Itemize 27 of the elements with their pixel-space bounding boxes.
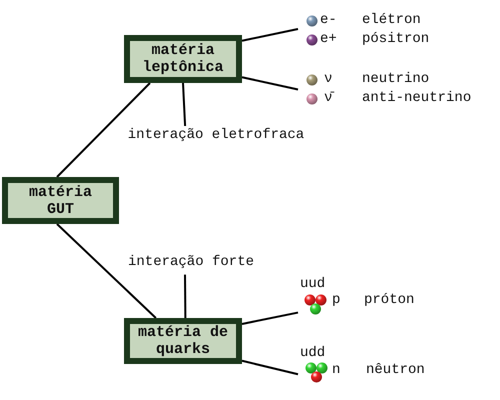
- interaction-label: interação forte: [116, 253, 266, 271]
- quark-content: uud: [300, 276, 326, 292]
- particle-symbol: p: [332, 292, 340, 308]
- leader-line: [182, 82, 186, 126]
- particle-symbol: ν: [324, 71, 332, 87]
- connector-line: [56, 82, 151, 178]
- particle-text: pósitron: [362, 31, 430, 47]
- connector-line: [242, 76, 298, 90]
- connector-line: [242, 28, 298, 42]
- matter-box: matéria de quarks: [124, 318, 242, 364]
- connector-line: [56, 223, 157, 319]
- connector-line: [242, 360, 298, 376]
- connector-line: [242, 312, 298, 325]
- interaction-label: interação eletrofraca: [113, 126, 319, 144]
- particle-text: anti-neutrino: [362, 90, 472, 106]
- particle-name: nêutron: [366, 362, 425, 378]
- particle-symbol: e-: [320, 12, 337, 28]
- leader-line: [184, 274, 186, 318]
- particle-text: ν̄: [324, 90, 332, 106]
- particle-name: neutrino: [362, 71, 430, 87]
- particle-symbol: n: [332, 362, 340, 378]
- particle-text: e+: [320, 31, 337, 47]
- particle-name: elétron: [362, 12, 421, 28]
- quark-content: udd: [300, 345, 326, 361]
- matter-box: matéria leptônica: [124, 35, 242, 83]
- particle-name: próton: [364, 292, 414, 308]
- matter-box: matéria GUT: [2, 177, 119, 224]
